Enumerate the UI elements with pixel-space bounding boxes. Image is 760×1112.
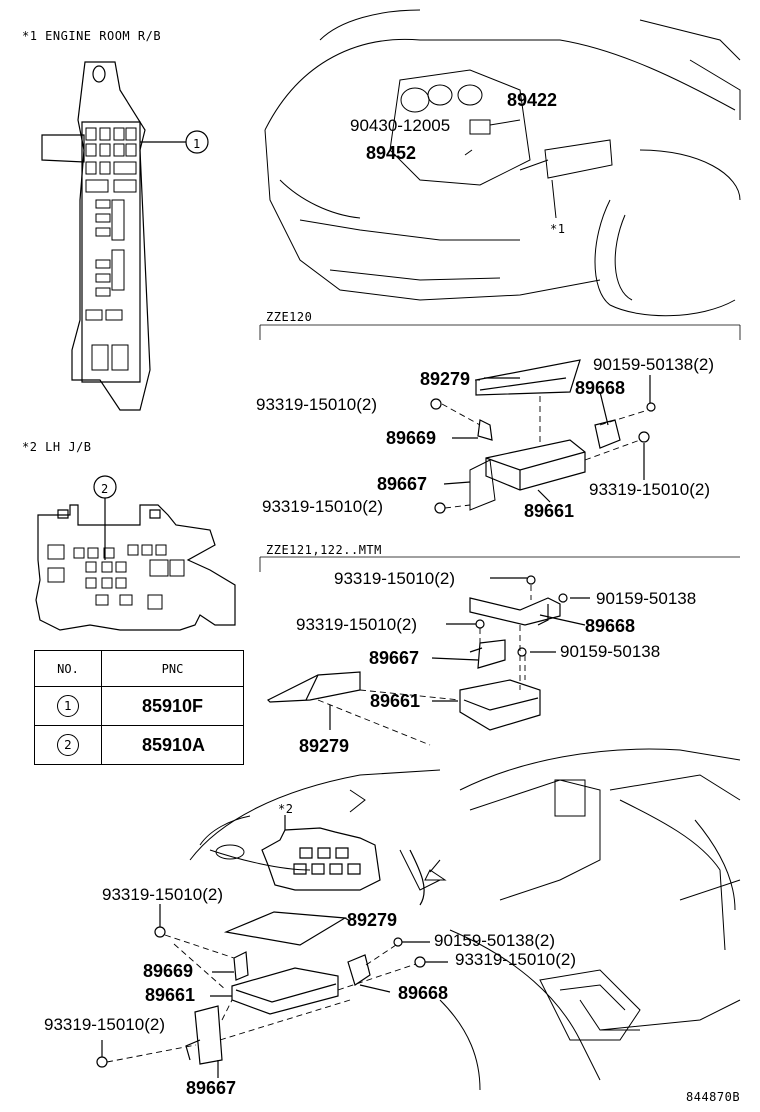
bottom-label-89661: 89661 [145,985,196,1005]
pnc-table-header: NO. PNC [34,650,244,687]
zze120-section [260,325,740,513]
zze120-label-93319-bottom: 93319-15010(2) [262,497,383,516]
pnc-row-number: 2 [57,734,79,756]
zze120-label-89667: 89667 [377,474,428,494]
callout-2-text: 2 [101,482,109,496]
pnc-col-no: NO. [34,650,102,687]
pnc-col-pnc: PNC [101,650,244,687]
bottom-label-90159: 90159-50138(2) [434,931,555,950]
bottom-label-93319-left: 93319-15010(2) [44,1015,165,1034]
zze121-label-89279: 89279 [299,736,350,756]
header-engine-room: *1 ENGINE ROOM R/B [22,29,162,43]
zze121-label-89667: 89667 [369,648,420,668]
engine-room-relay-box [42,62,208,410]
zze120-label-89668: 89668 [575,378,626,398]
zze121-section [260,557,740,745]
zze120-label-89279: 89279 [420,369,471,389]
zze120-label-93319-top: 93319-15010(2) [256,395,377,414]
label-89452: 89452 [366,143,417,163]
bottom-label-89669: 89669 [143,961,194,981]
zze120-label-93319-right: 93319-15010(2) [589,480,710,499]
cabin-drawing [190,749,740,1090]
header-zze121: ZZE121,122..MTM [266,543,382,557]
callout-1-circle [186,131,208,153]
zze120-label-89669: 89669 [386,428,437,448]
zze121-label-93319-top: 93319-15010(2) [334,569,455,588]
callout-star2: *2 [278,802,294,816]
zze121-label-93319-mid: 93319-15010(2) [296,615,417,634]
bottom-label-93319-right: 93319-15010(2) [455,950,576,969]
pnc-row-value: 85910A [101,725,244,765]
table-row: 1 85910F [34,686,244,726]
bottom-label-89279: 89279 [347,910,398,930]
zze121-label-89668: 89668 [585,616,636,636]
callout-1-text: 1 [193,137,201,151]
figure-id: 844870B [686,1090,741,1104]
label-90430-12005: 90430-12005 [350,116,451,135]
pnc-table: NO. PNC 1 85910F 2 85910A [34,650,244,765]
bottom-assembly [97,815,448,1078]
pnc-row-value: 85910F [101,686,244,726]
bottom-label-89667: 89667 [186,1078,237,1098]
pnc-row-number: 1 [57,695,79,717]
bottom-label-89668: 89668 [398,983,449,1003]
bottom-label-93319-top: 93319-15010(2) [102,885,223,904]
table-row: 2 85910A [34,725,244,765]
lh-junction-block [36,476,235,630]
zze120-label-90159: 90159-50138(2) [593,355,714,374]
zze121-label-90159-bottom: 90159-50138 [560,642,661,661]
label-89422: 89422 [507,90,558,110]
zze121-label-89661: 89661 [370,691,421,711]
callout-star1: *1 [550,222,566,236]
header-zze120: ZZE120 [266,310,313,324]
engine-bay-drawing [265,10,740,316]
zze121-label-90159-top: 90159-50138 [596,589,697,608]
header-lh-jb: *2 LH J/B [22,440,92,454]
zze120-label-89661: 89661 [524,501,575,521]
